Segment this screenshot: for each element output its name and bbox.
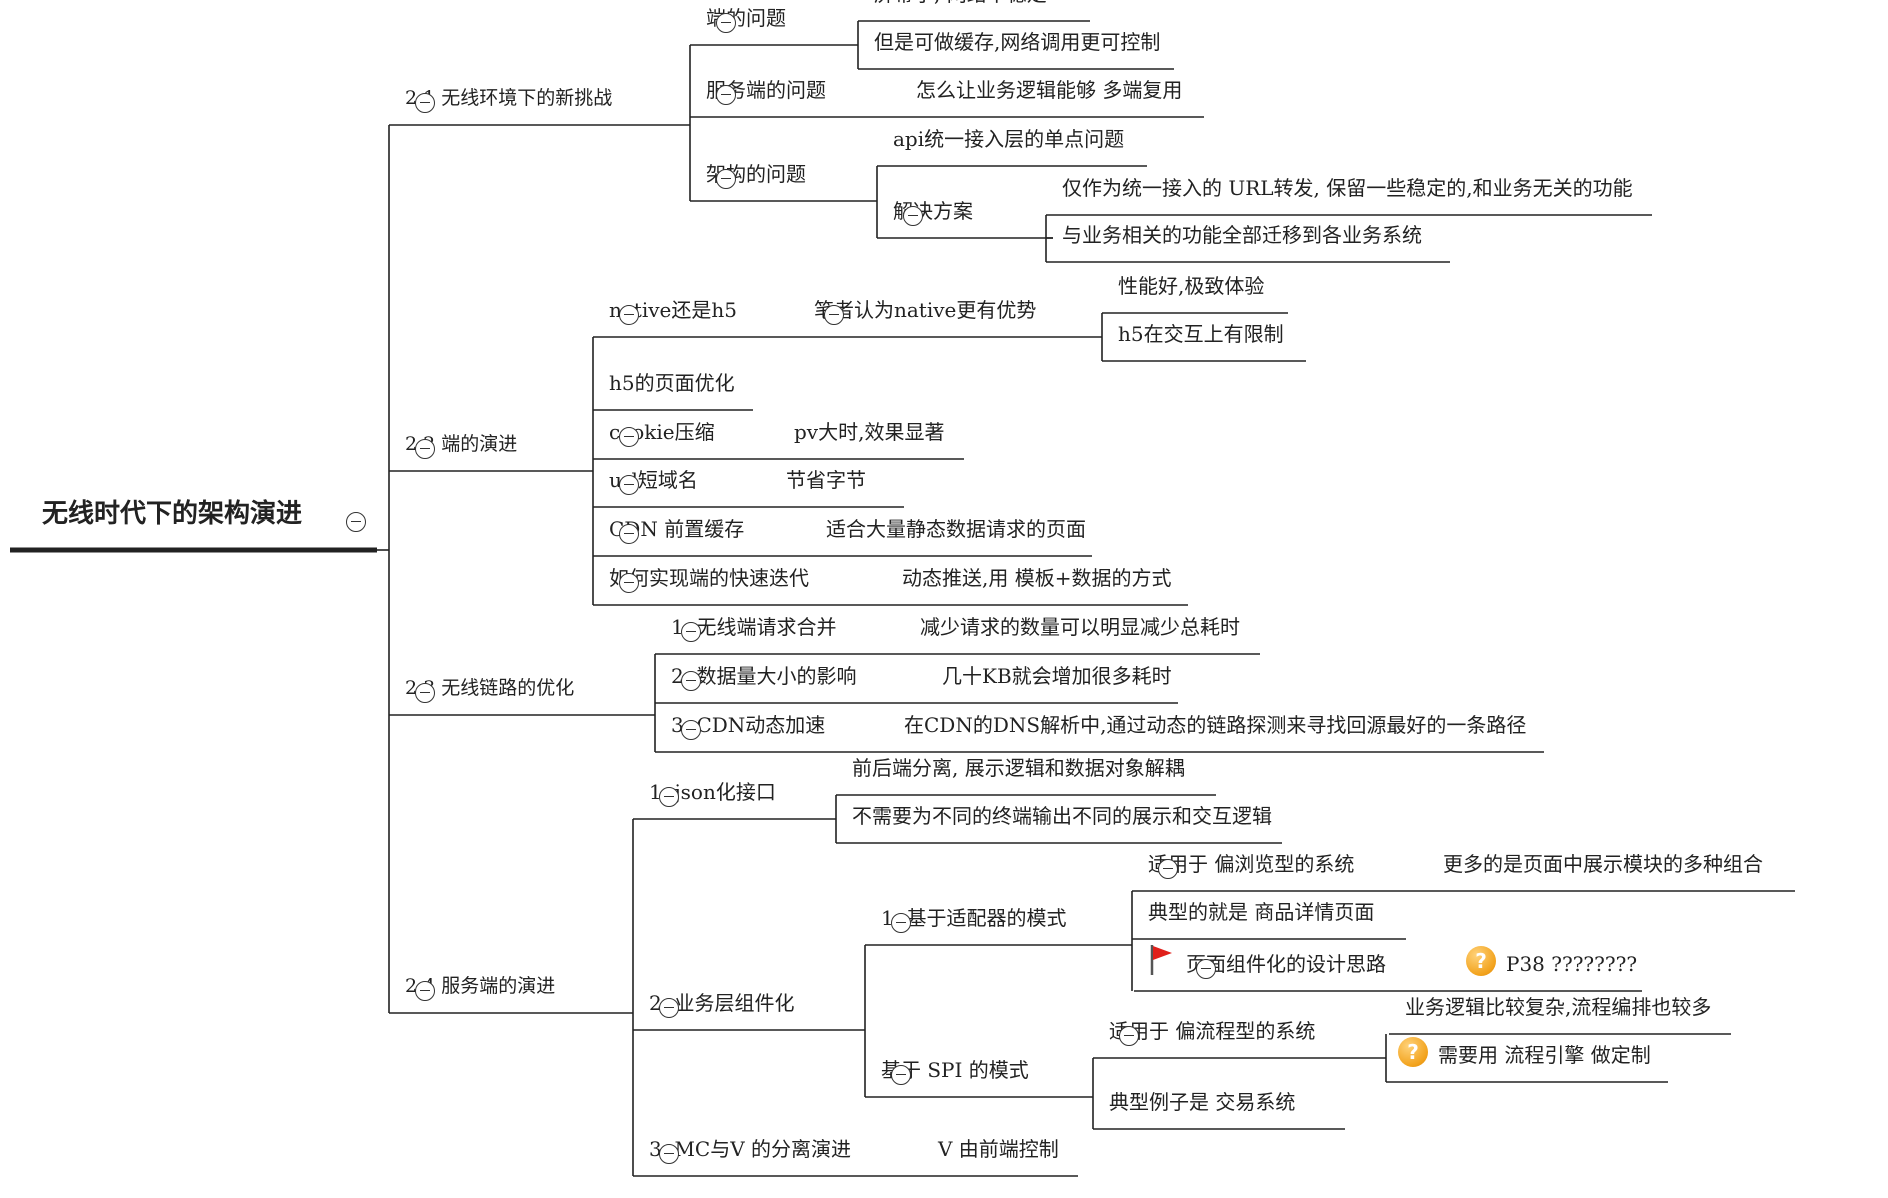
topic-node[interactable]: 但是可做缓存,网络调用更可控制 bbox=[874, 30, 1161, 54]
collapse-toggle-icon[interactable] bbox=[681, 622, 701, 642]
topic-node[interactable]: 在CDN的DNS解析中,通过动态的链路探测来寻找回源最好的一条路径 bbox=[904, 713, 1527, 737]
topic-node[interactable]: 怎么让业务逻辑能够 多端复用 bbox=[916, 78, 1183, 102]
topic-node[interactable]: V 由前端控制 bbox=[938, 1137, 1059, 1161]
collapse-toggle-icon[interactable] bbox=[891, 913, 911, 933]
collapse-toggle-icon[interactable] bbox=[891, 1065, 911, 1085]
topic-node[interactable]: 仅作为统一接入的 URL转发, 保留一些稳定的,和业务无关的功能 bbox=[1062, 176, 1633, 200]
topic-node[interactable]: 2.1 无线环境下的新挑战 bbox=[405, 87, 613, 109]
topic-node[interactable]: 适用于 偏流程型的系统 bbox=[1109, 1019, 1316, 1043]
collapse-toggle-icon[interactable] bbox=[824, 305, 844, 325]
topic-node[interactable]: h5的页面优化 bbox=[609, 371, 735, 395]
question-icon: ? bbox=[1398, 1037, 1428, 1067]
collapse-toggle-icon[interactable] bbox=[1196, 959, 1216, 979]
topic-node[interactable]: 笔者认为native更有优势 bbox=[814, 298, 1037, 322]
topic-node[interactable]: 页面组件化的设计思路 bbox=[1186, 952, 1386, 976]
topic-node[interactable]: 动态推送,用 模板+数据的方式 bbox=[902, 566, 1172, 590]
collapse-toggle-icon[interactable] bbox=[681, 720, 701, 740]
collapse-toggle-icon[interactable] bbox=[681, 671, 701, 691]
red-flag-icon bbox=[1146, 943, 1176, 977]
collapse-toggle-icon[interactable] bbox=[415, 683, 435, 703]
collapse-toggle-icon[interactable] bbox=[619, 475, 639, 495]
topic-node[interactable]: 典型例子是 交易系统 bbox=[1109, 1090, 1296, 1114]
topic-node[interactable]: 典型的就是 商品详情页面 bbox=[1148, 900, 1375, 924]
collapse-toggle-icon[interactable] bbox=[659, 998, 679, 1018]
topic-node[interactable]: 减少请求的数量可以明显减少总耗时 bbox=[920, 615, 1240, 639]
topic-node[interactable]: 节省字节 bbox=[786, 468, 866, 492]
topic-node[interactable]: 2.4 服务端的演进 bbox=[405, 975, 556, 997]
topic-node[interactable]: 如何实现端的快速迭代 bbox=[609, 566, 809, 590]
topic-node[interactable]: 屏幕小, 网络不稳定 bbox=[874, 0, 1047, 7]
topic-node[interactable]: 需要用 流程引擎 做定制 bbox=[1438, 1043, 1651, 1067]
collapse-toggle-icon[interactable] bbox=[619, 305, 639, 325]
collapse-toggle-icon[interactable] bbox=[346, 512, 366, 532]
topic-node[interactable]: 2. 数据量大小的影响 bbox=[671, 664, 857, 688]
topic-node[interactable]: pv大时,效果显著 bbox=[794, 420, 945, 444]
collapse-toggle-icon[interactable] bbox=[716, 85, 736, 105]
collapse-toggle-icon[interactable] bbox=[415, 439, 435, 459]
collapse-toggle-icon[interactable] bbox=[716, 13, 736, 33]
collapse-toggle-icon[interactable] bbox=[903, 206, 923, 226]
collapse-toggle-icon[interactable] bbox=[415, 93, 435, 113]
collapse-toggle-icon[interactable] bbox=[415, 981, 435, 1001]
root-topic[interactable]: 无线时代下的架构演进 bbox=[42, 499, 303, 529]
topic-node[interactable]: 适用于 偏浏览型的系统 bbox=[1148, 852, 1355, 876]
topic-node[interactable]: 1. 基于适配器的模式 bbox=[881, 906, 1067, 930]
question-icon: ? bbox=[1466, 946, 1496, 976]
collapse-toggle-icon[interactable] bbox=[619, 427, 639, 447]
collapse-toggle-icon[interactable] bbox=[659, 787, 679, 807]
topic-node[interactable]: 前后端分离, 展示逻辑和数据对象解耦 bbox=[852, 756, 1185, 780]
topic-node[interactable]: 与业务相关的功能全部迁移到各业务系统 bbox=[1062, 223, 1422, 247]
topic-node[interactable]: 几十KB就会增加很多耗时 bbox=[942, 664, 1172, 688]
topic-node[interactable]: h5在交互上有限制 bbox=[1118, 322, 1284, 346]
topic-node[interactable]: 3. MC与V 的分离演进 bbox=[649, 1137, 852, 1161]
collapse-toggle-icon[interactable] bbox=[1119, 1026, 1139, 1046]
topic-node[interactable]: P38 ???????? bbox=[1506, 952, 1638, 976]
collapse-toggle-icon[interactable] bbox=[619, 524, 639, 544]
topic-node[interactable]: 更多的是页面中展示模块的多种组合 bbox=[1443, 852, 1763, 876]
topic-node[interactable]: 业务逻辑比较复杂,流程编排也较多 bbox=[1405, 995, 1712, 1019]
topic-node[interactable]: api统一接入层的单点问题 bbox=[893, 127, 1125, 151]
collapse-toggle-icon[interactable] bbox=[659, 1144, 679, 1164]
collapse-toggle-icon[interactable] bbox=[619, 573, 639, 593]
topic-node[interactable]: 性能好,极致体验 bbox=[1118, 274, 1265, 298]
topic-node[interactable]: 适合大量静态数据请求的页面 bbox=[826, 517, 1086, 541]
topic-node[interactable]: 不需要为不同的终端输出不同的展示和交互逻辑 bbox=[852, 804, 1272, 828]
collapse-toggle-icon[interactable] bbox=[1158, 859, 1178, 879]
collapse-toggle-icon[interactable] bbox=[716, 169, 736, 189]
topic-node[interactable]: 2.3 无线链路的优化 bbox=[405, 677, 575, 699]
